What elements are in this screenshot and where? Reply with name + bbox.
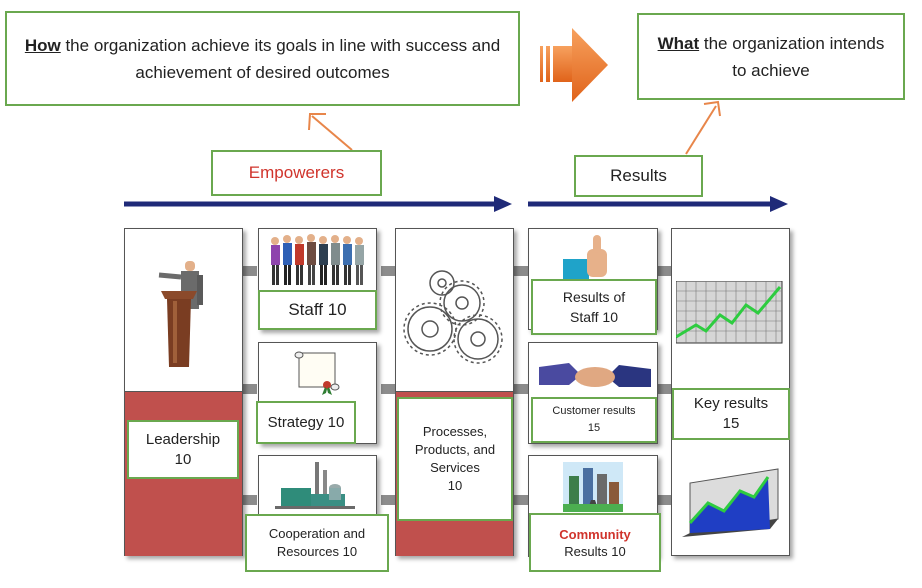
leadership-panel xyxy=(124,228,243,556)
factory-icon xyxy=(275,462,355,509)
key-results-box: Key results 15 xyxy=(672,388,790,440)
what-description-box: What the organization intends to achieve xyxy=(637,13,905,100)
leadership-box: Leadership 10 xyxy=(127,420,239,479)
how-description-box: How the organization achieve its goals i… xyxy=(5,11,520,106)
community-results-box: Community Results 10 xyxy=(529,513,661,572)
right-arrow-icon xyxy=(540,28,608,102)
area-chart-icon xyxy=(682,468,779,537)
processes-box: Processes, Products, and Services 10 xyxy=(397,397,513,521)
city-icon xyxy=(563,462,623,512)
gears-icon xyxy=(403,270,503,364)
line-chart-icon xyxy=(676,281,783,344)
staff-box: Staff 10 xyxy=(258,290,377,330)
customer-results-box: Customer results 15 xyxy=(531,397,657,443)
scroll-certificate-icon xyxy=(294,351,340,395)
results-flow-arrow-icon xyxy=(528,196,788,212)
cooperation-box: Cooperation and Resources 10 xyxy=(245,514,389,572)
handshake-icon xyxy=(539,363,651,387)
empowerers-label: Empowerers xyxy=(211,150,382,196)
empowerers-flow-arrow-icon xyxy=(124,196,512,212)
pointer-arrow-results-icon xyxy=(685,100,721,155)
staff-results-box: Results of Staff 10 xyxy=(531,279,657,335)
how-text: How the organization achieve its goals i… xyxy=(24,35,501,82)
what-text: What the organization intends to achieve xyxy=(657,33,885,80)
results-label: Results xyxy=(574,155,703,197)
thumbs-up-icon xyxy=(563,235,607,281)
pointer-arrow-empowerers-icon xyxy=(308,113,353,151)
speaker-at-podium-icon xyxy=(158,261,203,367)
people-group-icon xyxy=(271,234,364,285)
strategy-box: Strategy 10 xyxy=(256,401,356,444)
